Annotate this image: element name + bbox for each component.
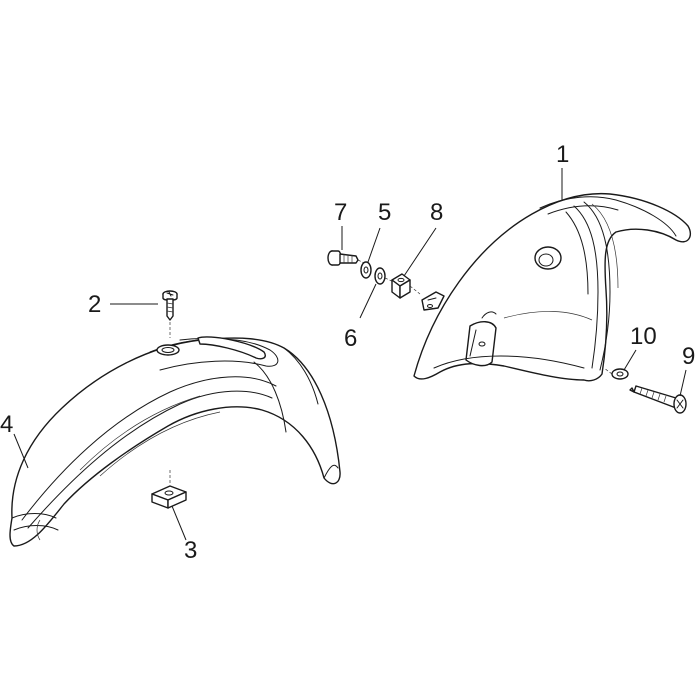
washer-part-10 [603, 367, 629, 380]
callout-5: 5 [378, 199, 391, 226]
leader-6 [359, 283, 377, 319]
leader-8 [403, 227, 437, 277]
callout-3: 3 [184, 537, 197, 564]
rear-mudguard [413, 192, 692, 382]
leader-3 [171, 505, 187, 541]
leader-10 [623, 349, 637, 371]
front-mudguard [9, 336, 341, 547]
screw-part-7 [327, 250, 367, 266]
washer-part-5 [360, 261, 372, 279]
callout-1: 1 [556, 141, 569, 168]
leader-9 [679, 369, 687, 397]
callout-8: 8 [430, 199, 443, 226]
screw-part-2 [162, 290, 178, 338]
leader-lines [13, 168, 687, 541]
callout-6: 6 [344, 325, 357, 352]
callout-10: 10 [630, 323, 657, 350]
callout-4: 4 [0, 411, 13, 438]
clip-nut-part-8 [391, 273, 421, 299]
callout-2: 2 [88, 291, 101, 318]
washer-part-6 [374, 267, 395, 285]
callout-7: 7 [334, 199, 347, 226]
callout-labels: 1 2 3 4 5 6 7 8 9 10 [0, 141, 695, 564]
leader-5 [367, 227, 381, 263]
speed-nut-part-3 [151, 470, 187, 509]
leader-4 [13, 433, 29, 469]
screw-part-9 [629, 385, 687, 414]
callout-9: 9 [682, 343, 695, 370]
